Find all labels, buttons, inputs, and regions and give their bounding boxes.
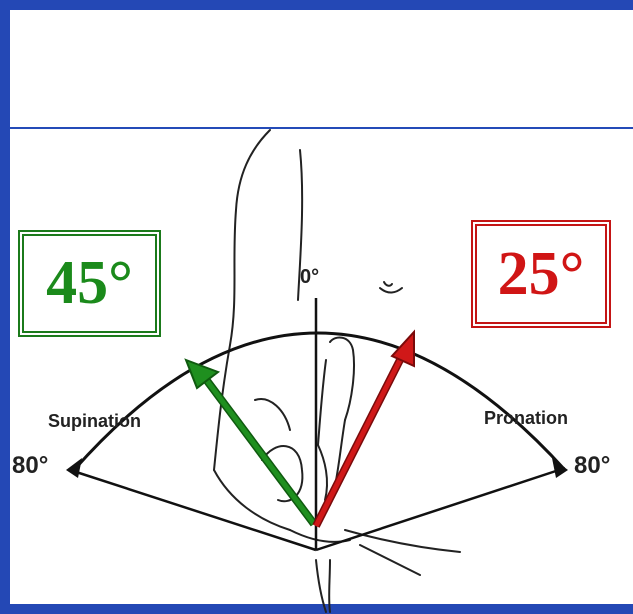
supination-label: Supination xyxy=(48,411,141,431)
pronation-angle-box: 25° xyxy=(471,220,611,328)
right-max-label: 80° xyxy=(574,452,611,479)
left-max-label: 80° xyxy=(12,452,49,479)
header-panel xyxy=(10,10,633,127)
pronation-limit-line xyxy=(315,466,566,552)
zero-degree-label: 0° xyxy=(300,266,320,288)
supination-limit-line xyxy=(69,468,317,552)
right-arc-arrowhead xyxy=(552,458,568,478)
supination-angle-box: 45° xyxy=(18,230,161,337)
pronation-label: Pronation xyxy=(484,408,568,428)
supination-angle-value: 45° xyxy=(46,249,133,317)
pronation-arrow xyxy=(312,329,415,528)
hand-sketch xyxy=(213,129,461,613)
left-arc-arrowhead xyxy=(66,458,82,478)
pronation-angle-value: 25° xyxy=(497,239,585,308)
diagram-panel xyxy=(10,129,633,604)
supination-arrow xyxy=(184,358,318,527)
range-arc xyxy=(72,331,567,472)
